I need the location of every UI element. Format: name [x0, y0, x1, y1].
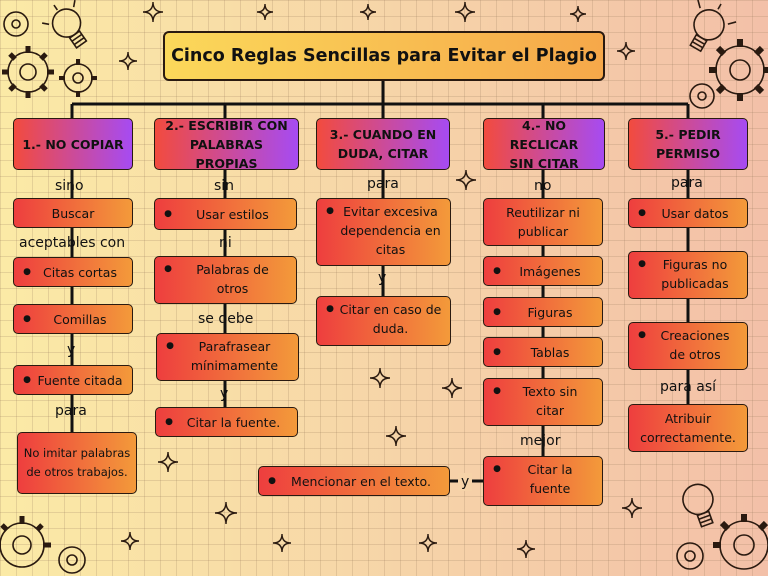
- connector-ni: ni: [219, 235, 232, 251]
- node-usar-datos: ●Usar datos: [628, 198, 748, 228]
- connector-para-3: para: [367, 176, 399, 192]
- node-texto-sin-citar: ●Texto sin citar: [483, 378, 603, 426]
- node-usar-estilos: ●Usar estilos: [154, 198, 297, 230]
- connector-para-5: para: [671, 175, 703, 191]
- node-atribuir: Atribuir correctamente.: [628, 404, 748, 452]
- node-citas-cortas: ●Citas cortas: [13, 257, 133, 287]
- connector-y-3: y: [378, 270, 387, 286]
- rule-1-header: 1.- NO COPIAR: [13, 118, 133, 170]
- node-figuras: ●Figuras: [483, 297, 603, 327]
- node-citar-la-fuente-4: ●Citar la fuente: [483, 456, 603, 506]
- connector-y-2: y: [220, 386, 229, 402]
- node-comillas: ●Comillas: [13, 304, 133, 334]
- connector-y: y: [67, 342, 76, 358]
- node-creaciones-de-otros: ●Creaciones de otros: [628, 322, 748, 370]
- connector-se-debe: se debe: [198, 311, 254, 327]
- node-citar-en-caso: ●Citar en caso de duda.: [316, 296, 451, 346]
- node-mencionar: ●Mencionar en el texto.: [258, 466, 450, 496]
- connector-mejor: mejor: [520, 433, 561, 449]
- connector-para: para: [55, 403, 87, 419]
- rule-2-header: 2.- ESCRIBIR CON PALABRAS PROPIAS: [154, 118, 299, 171]
- rule-3-header: 3.- CUANDO EN DUDA, CITAR: [316, 118, 450, 170]
- connector-aceptables-con: aceptables con: [19, 235, 126, 251]
- connector-y-4: y: [458, 473, 473, 491]
- node-reutilizar: Reutilizar ni publicar: [483, 198, 603, 246]
- node-imagenes: ●Imágenes: [483, 256, 603, 286]
- connector-no: no: [534, 178, 552, 194]
- node-buscar: Buscar: [13, 198, 133, 228]
- node-tablas: ●Tablas: [483, 337, 603, 367]
- connector-sino: sino: [55, 178, 84, 194]
- node-citar-la-fuente: ●Citar la fuente.: [155, 407, 298, 437]
- node-fuente-citada: ●Fuente citada: [13, 365, 133, 395]
- page-title: Cinco Reglas Sencillas para Evitar el Pl…: [163, 31, 605, 81]
- rule-5-header: 5.- PEDIR PERMISO: [628, 118, 748, 170]
- node-no-imitar: No imitar palabras de otros trabajos.: [17, 432, 137, 494]
- connector-sin: sin: [214, 178, 235, 194]
- connector-para-asi: para así: [660, 379, 717, 395]
- rule-4-header: 4.- NO RECLICAR SIN CITAR: [483, 118, 605, 171]
- node-figuras-no-publicadas: ●Figuras no publicadas: [628, 251, 748, 299]
- node-palabras-de-otros: ●Palabras de otros: [154, 256, 297, 304]
- node-evitar-excesiva: ●Evitar excesiva dependencia en citas: [316, 198, 451, 266]
- node-parafrasear: ●Parafrasear mínimamente: [156, 333, 299, 381]
